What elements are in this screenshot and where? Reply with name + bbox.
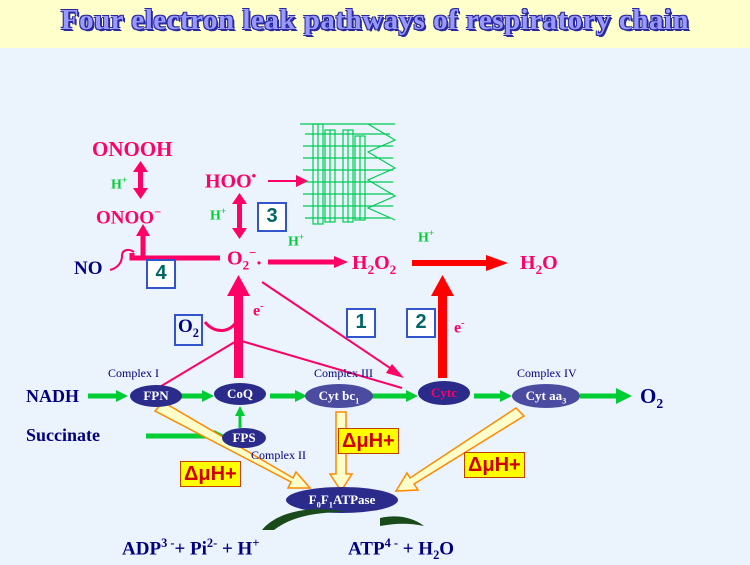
fps-ellipse (222, 428, 266, 448)
proton-gradient-label-3: ΔμH+ (464, 452, 525, 478)
electron-label-1: e- (253, 301, 264, 320)
proton-label-3: H+ (288, 232, 305, 250)
reaction-left: ADP3 -+ Pi2- + H+ (122, 536, 260, 560)
proton-gradient-label-1: ΔμH+ (180, 461, 241, 487)
cytbc-ellipse (305, 384, 373, 408)
membrane-icon (300, 123, 397, 225)
proton-gradient-label-2: ΔμH+ (338, 428, 399, 454)
h2o2-label: H2O2 (352, 252, 397, 277)
reaction-right: ATP4 - + H2O (348, 536, 455, 563)
cytaa-label: Cyt aa3 (525, 388, 567, 406)
proton-label-1: H+ (111, 175, 128, 193)
onooh-onoo-equilibrium-arrow (133, 161, 148, 199)
complex-iv-label: Complex IV (517, 366, 577, 380)
o2-to-cytc-arrow (261, 281, 397, 373)
page-title: Four electron leak pathways of respirato… (60, 4, 690, 36)
chevron-curve-icon (262, 509, 424, 530)
cytc-electron-arrow (438, 292, 447, 378)
o2-curl (203, 317, 240, 332)
o2-input-box: O2 (174, 314, 203, 346)
pathway-3-box: 3 (257, 202, 287, 232)
atpase-ellipse (286, 487, 398, 513)
onoo-up-arrowhead (136, 224, 150, 236)
pathway-2-box: 2 (406, 308, 436, 338)
pathway-4-box: 4 (146, 259, 176, 289)
complex-ii-label: Complex II (251, 448, 306, 462)
atpase-label: F0F1ATPase (308, 492, 376, 510)
pathway-1-box: 1 (346, 308, 376, 338)
cytbc-label: Cyt bc1 (318, 388, 360, 406)
cytc-ellipse (418, 381, 470, 405)
complex-iii-label: Complex III (314, 366, 373, 380)
no-curve (109, 248, 135, 271)
coq-label: CoQ (216, 384, 264, 404)
complex-i-label: Complex I (108, 366, 159, 380)
h2o-label: H2O (520, 252, 558, 277)
fps-label: FPS (232, 430, 256, 445)
proton-label-2: H+ (210, 206, 227, 224)
nadh-label: NADH (26, 386, 79, 406)
proton-label-4: H+ (418, 228, 435, 246)
superoxide-label: O2−. (227, 245, 262, 273)
o2-to-onoo-line (129, 253, 220, 261)
o2-output-label: O2 (640, 384, 664, 412)
onoo-label: ONOO− (96, 205, 162, 229)
succinate-label: Succinate (26, 425, 100, 445)
coq-electron-arrow (234, 292, 243, 378)
hoo-o2-equilibrium-arrow (232, 193, 247, 239)
title-bar (0, 0, 750, 48)
no-label: NO (74, 258, 103, 279)
electron-label-2: e- (454, 318, 465, 337)
cytc-label: Cytc (431, 385, 457, 400)
cytaa-ellipse (512, 384, 580, 408)
fpn-label: FPN (132, 386, 180, 406)
onooh-label: ONOOH (92, 137, 173, 161)
hoo-label: HOO• (205, 168, 257, 193)
